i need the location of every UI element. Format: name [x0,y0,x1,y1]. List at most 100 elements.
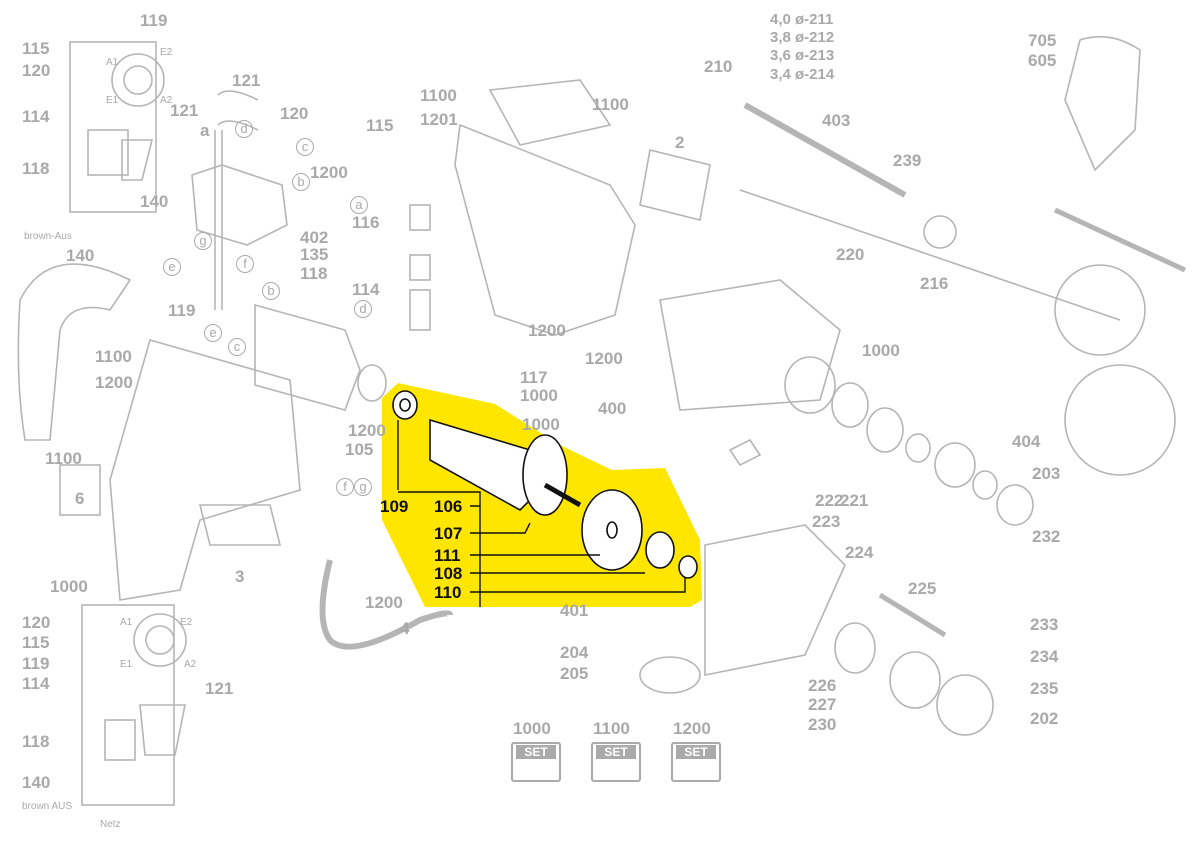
part-label: 3,4 ø-214 [770,66,835,83]
part-label: A1 [106,57,119,68]
set-number: 1200 [673,719,711,738]
part-label: 1200 [310,163,348,182]
highlighted-part-label: 111 [434,546,461,565]
part-label: 116 [352,213,380,232]
part-label: e [163,258,181,276]
highlighted-part-label: 108 [434,564,463,583]
part-label: d [235,120,253,138]
part-label: 119 [168,301,196,320]
part-label: 401 [560,601,589,620]
part-label: 117 [520,368,548,387]
part-label: 203 [1032,464,1061,483]
fan-107 [522,434,568,516]
part-label: 3,6 ø-213 [770,47,835,64]
part-label: 1200 [585,349,623,368]
part-label: d [354,300,372,318]
part-label: E2 [180,617,193,628]
set-label: SET [516,745,556,759]
highlighted-part-label: 109 [380,497,409,516]
bearing-108 [645,531,675,569]
part-label: 1100 [592,95,629,114]
part-label: 1200 [528,321,566,340]
part-label: 235 [1030,679,1059,698]
part-label: 1201 [420,110,458,129]
part-label: 3 [235,567,245,586]
part-label: 226 [808,676,837,695]
part-label: 119 [140,11,168,30]
part-label: 140 [66,246,95,265]
part-label: 135 [300,245,329,264]
set-label: SET [676,745,716,759]
part-label: 239 [893,151,922,170]
part-label: 118 [22,159,50,178]
part-label: a [350,196,368,214]
part-label: 114 [22,674,50,693]
part-label: 205 [560,664,589,683]
part-label: 114 [22,107,50,126]
part-label: 115 [22,39,50,58]
part-label: 705 [1028,31,1057,50]
part-label: E1 [106,95,119,106]
highlighted-part-label: 106 [434,497,463,516]
part-label: 225 [908,579,937,598]
part-label: 227 [808,695,837,714]
part-label: 1000 [520,386,558,405]
part-label: A2 [184,659,197,670]
leader-lines-black [397,420,686,607]
part-label: 1100 [95,347,132,366]
part-label: 140 [140,192,169,211]
part-label: 140 [22,773,51,792]
part-label: c [296,138,314,156]
part-label: f [336,478,354,496]
part-label: 220 [836,245,865,264]
part-label: E1 [120,659,133,670]
set-number: 1000 [513,719,551,738]
part-label: 605 [1028,51,1057,70]
part-label: 210 [704,57,733,76]
part-label: 4,0 ø-211 [770,11,834,28]
part-label: 105 [345,440,374,459]
part-label: g [354,478,372,496]
part-label: 223 [812,512,841,531]
part-label: Netz [100,819,121,830]
part-label: a [200,121,210,140]
part-label: 120 [280,104,309,123]
part-label: 204 [560,643,589,662]
part-label: 4 [400,619,410,638]
part-label: A1 [120,617,133,628]
part-label: e [204,324,222,342]
part-label: 216 [920,274,949,293]
part-label: 121 [170,101,199,120]
part-label: 119 [22,654,50,673]
gray-parts [17,35,1187,806]
part-label: 1000 [50,577,88,596]
part-label: 1000 [522,415,560,434]
set-number: 1100 [593,719,630,738]
part-label: 120 [22,61,51,80]
part-label: 3,8 ø-212 [770,29,835,46]
part-label: c [228,338,246,356]
part-label: 402 [300,228,329,247]
part-label: 232 [1032,527,1061,546]
part-label: 120 [22,613,51,632]
armature-parts [392,390,698,579]
part-label: 234 [1030,647,1059,666]
sleeve-110 [678,555,698,579]
part-label: 115 [366,116,394,135]
part-label: brown-Aus [24,231,72,242]
part-label: 233 [1030,615,1059,634]
part-label: 1200 [348,421,386,440]
part-label: 118 [300,264,328,283]
part-label: 221 [840,491,869,510]
part-label: 1200 [365,593,403,612]
part-label: 115 [22,633,50,652]
part-label: 400 [598,399,627,418]
part-label: brown AUS [22,801,73,812]
wiring-frame [69,41,157,213]
part-label: A2 [160,95,173,106]
set-icon: SET [591,742,641,782]
part-label: 2 [675,133,685,152]
part-label: f [236,255,254,273]
part-label: 118 [22,732,50,751]
